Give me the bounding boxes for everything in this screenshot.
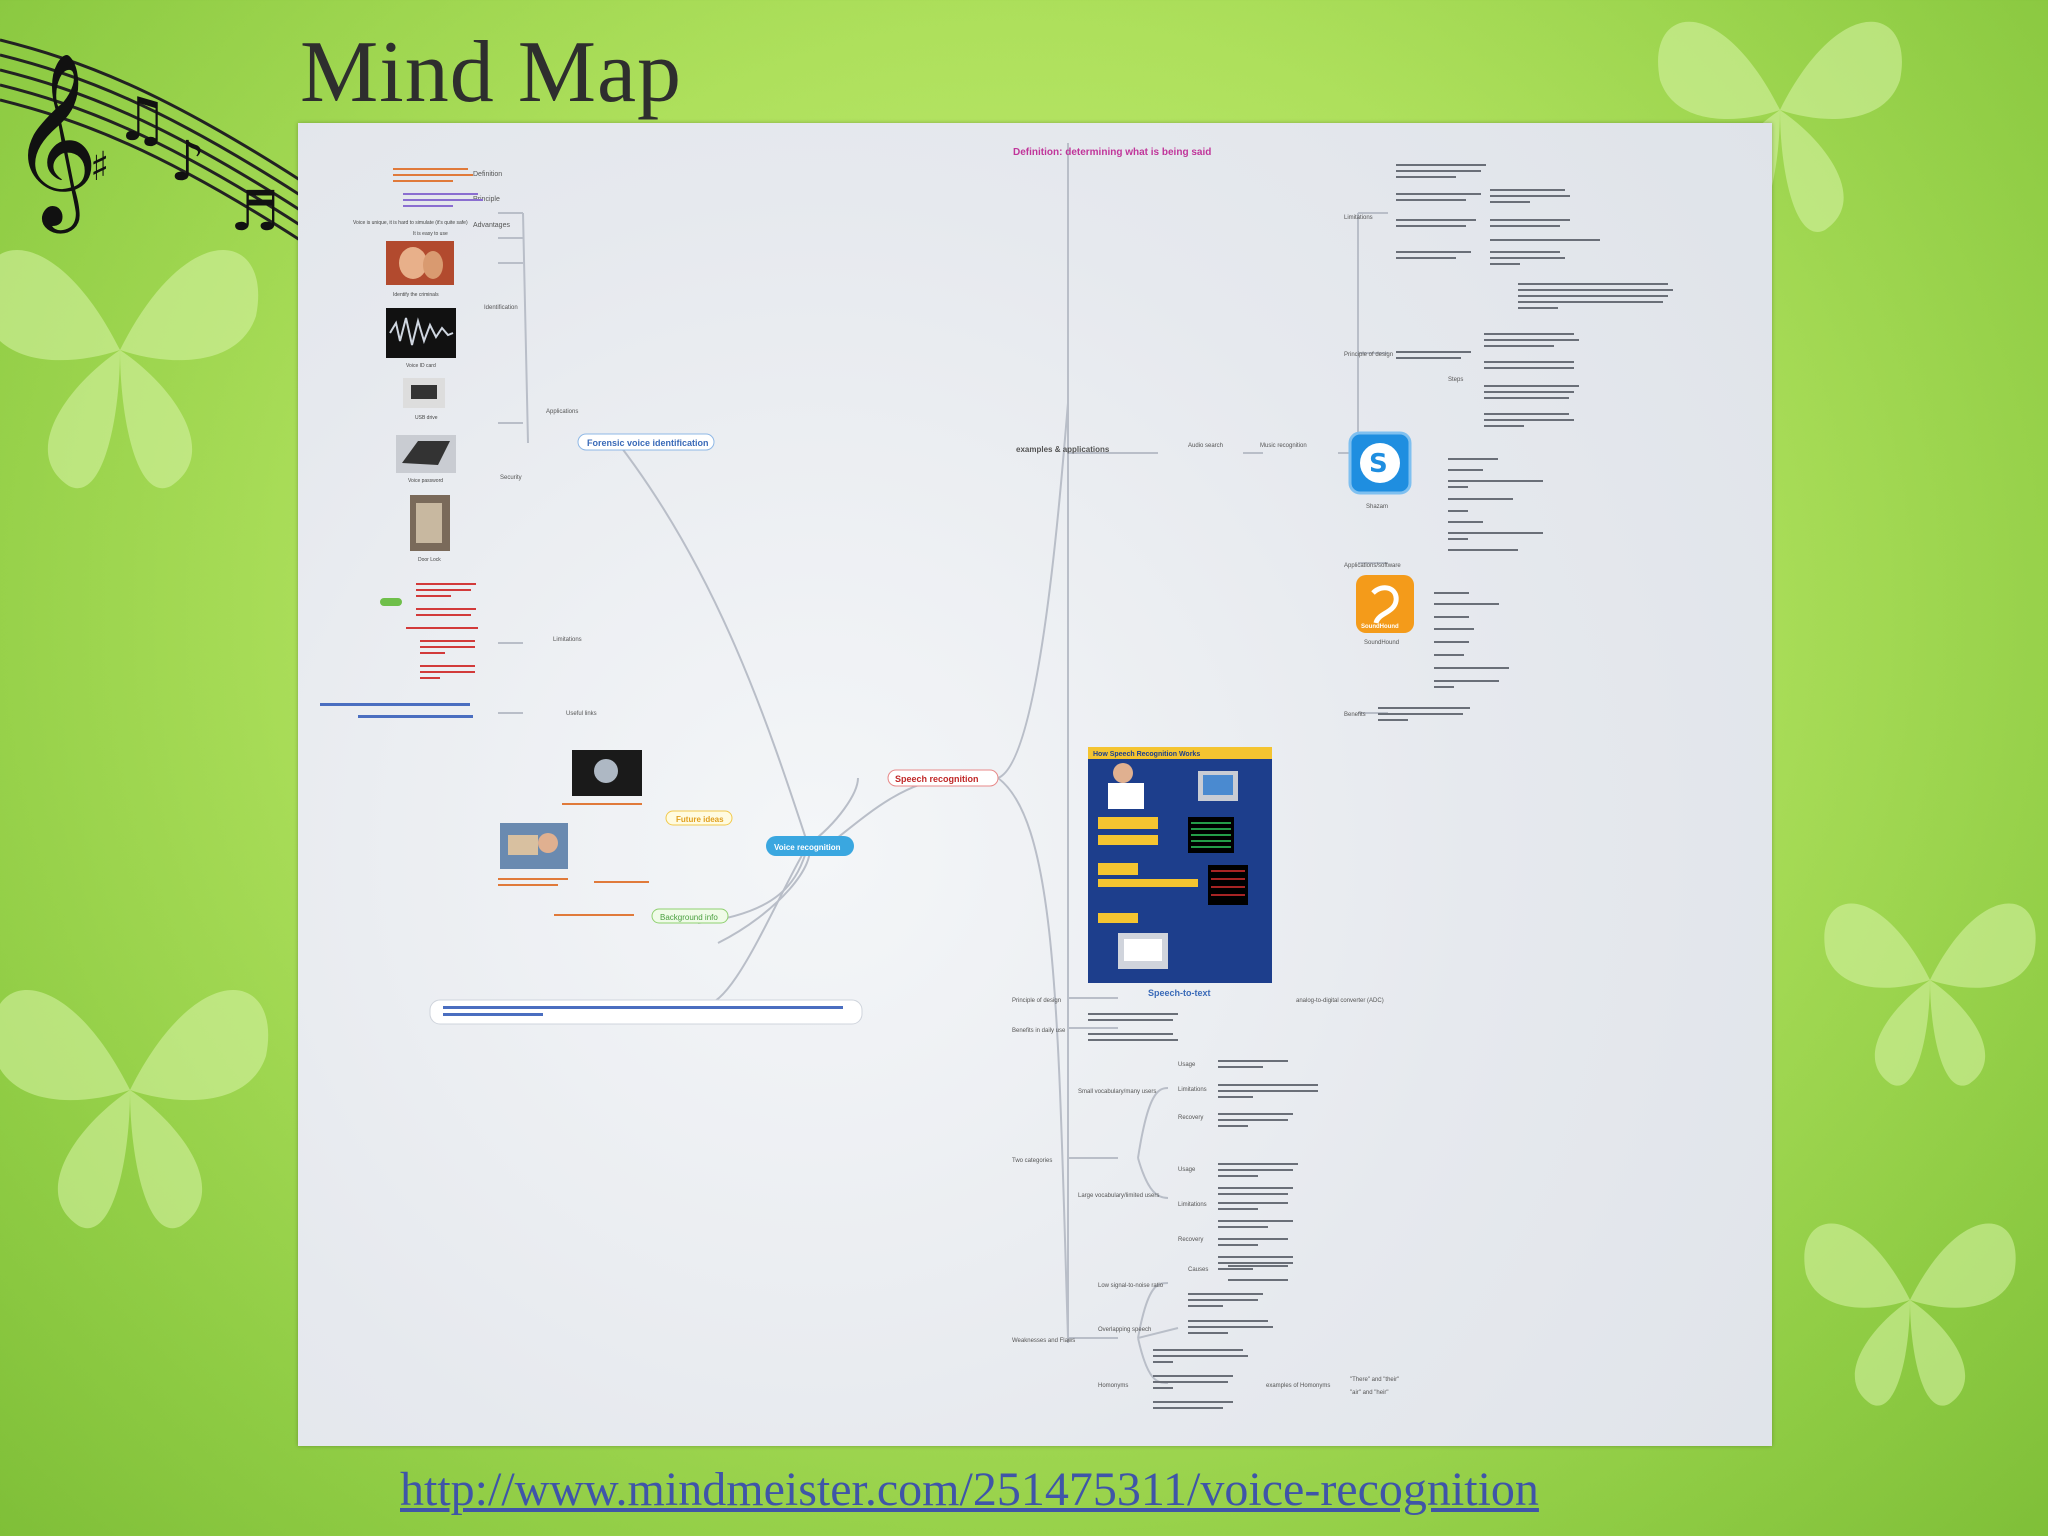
- forensic-identification-label: Identification: [484, 305, 518, 311]
- forensic-limitations-list: [380, 583, 478, 679]
- homonyms-label: Homonyms: [1098, 1383, 1128, 1389]
- forensic-useful-links-label: Useful links: [566, 711, 597, 717]
- large-recovery-label: Recovery: [1178, 1237, 1203, 1243]
- forensic-principle-text: [403, 193, 483, 207]
- steps-label: Steps: [1448, 377, 1463, 383]
- source-link[interactable]: http://www.mindmeister.com/251475311/voi…: [400, 1463, 1539, 1516]
- large-limitations-label: Limitations: [1178, 1202, 1207, 1208]
- music-notes-decoration: 𝄞 ♫ ♪ ♬ ♯: [0, 38, 300, 243]
- speech-to-text-label: Speech-to-text: [1148, 988, 1211, 998]
- image-door-lock: Door Lock: [410, 495, 450, 563]
- image-future-1: [562, 750, 642, 805]
- speech-recognition-node[interactable]: Speech recognition: [887, 769, 999, 787]
- music-benefits-details: [1378, 707, 1470, 721]
- music-principle-label: Principle of design: [1344, 352, 1393, 358]
- examples-homonyms-label: examples of Homonyms: [1266, 1383, 1330, 1389]
- top-definition: Definition: determining what is being sa…: [1013, 147, 1211, 158]
- shazam-app[interactable]: S Shazam: [1348, 431, 1412, 510]
- shazam-features: [1448, 458, 1543, 551]
- causes-label: Causes: [1188, 1267, 1208, 1273]
- music-recognition-label: Music recognition: [1260, 443, 1307, 449]
- forensic-security-label: Security: [500, 475, 522, 481]
- audio-search-label: Audio search: [1188, 443, 1223, 449]
- svg-text:♪: ♪: [170, 129, 205, 193]
- large-vocab-details: [1218, 1163, 1298, 1270]
- weaknesses-details: [1153, 1265, 1288, 1409]
- speech-recognition-infographic: How Speech Recognition Works: [1088, 747, 1272, 983]
- small-usage-label: Usage: [1178, 1062, 1196, 1068]
- forensic-principle-label: Principle: [473, 196, 500, 203]
- forensic-definition-label: Definition: [473, 171, 502, 178]
- image-identify-criminals: Identify the criminals: [386, 241, 454, 298]
- svg-text:Voice recognition: Voice recognition: [774, 843, 841, 852]
- image-future-2: [498, 823, 649, 886]
- forensic-advantages-label: Advantages: [473, 222, 510, 229]
- future-ideas-node[interactable]: Future ideas: [665, 810, 733, 826]
- butterfly-decoration: [1804, 1223, 2016, 1406]
- slide-title: Mind Map: [300, 24, 682, 121]
- forensic-applications-label: Applications: [546, 409, 578, 415]
- weaknesses-label: Weaknesses and Flaws: [1012, 1338, 1075, 1344]
- overlapping-speech-label: Overlapping speech: [1098, 1327, 1151, 1333]
- music-limitations-details: [1396, 164, 1600, 265]
- svg-text:Forensic voice identification: Forensic voice identification: [587, 438, 709, 448]
- butterfly-decoration: [0, 990, 269, 1229]
- treble-clef-icon: 𝄞: [10, 52, 99, 234]
- soundhound-app[interactable]: SoundHound SoundHound: [1356, 575, 1414, 646]
- speech-principle-label: Principle of design: [1012, 998, 1061, 1004]
- forensic-definition-text: [393, 168, 473, 182]
- shazam-icon: S: [1369, 449, 1388, 479]
- mind-map-image: Definition: determining what is being sa…: [298, 123, 1772, 1446]
- forensic-advantage-2: It is easy to use: [413, 231, 448, 237]
- small-recovery-label: Recovery: [1178, 1115, 1203, 1121]
- soundhound-features: [1434, 592, 1509, 688]
- large-vocab-label: Large vocabulary/limited users: [1078, 1193, 1159, 1199]
- svg-text:Voice ID card: Voice ID card: [406, 363, 436, 369]
- butterfly-decoration: [1824, 903, 2036, 1086]
- large-usage-label: Usage: [1178, 1167, 1196, 1173]
- small-vocab-label: Small vocabulary/many users: [1078, 1089, 1156, 1095]
- speech-benefits-label: Benefits in daily use: [1012, 1028, 1066, 1034]
- svg-text:♬: ♬: [230, 179, 279, 243]
- svg-text:Voice password: Voice password: [408, 478, 443, 484]
- asr-label: analog-to-digital converter (ADC): [1296, 998, 1384, 1004]
- butterfly-decoration: [1658, 21, 1902, 232]
- forensic-branch[interactable]: Forensic voice identification: [577, 433, 715, 451]
- svg-text:USB drive: USB drive: [415, 415, 438, 421]
- svg-text:SoundHound: SoundHound: [1364, 640, 1399, 646]
- svg-text:Identify the criminals: Identify the criminals: [393, 292, 439, 298]
- low-snr-label: Low signal-to-noise ratio: [1098, 1283, 1164, 1289]
- svg-text:♯: ♯: [90, 144, 109, 190]
- image-voice-id-card: Voice ID card: [386, 308, 456, 369]
- svg-text:Future ideas: Future ideas: [676, 815, 724, 824]
- forensic-links[interactable]: [320, 703, 473, 718]
- central-node-voice-recognition[interactable]: Voice recognition: [766, 836, 854, 856]
- link-box[interactable]: [429, 999, 863, 1025]
- svg-text:Background info: Background info: [660, 913, 718, 922]
- background-info-node[interactable]: Background info: [554, 908, 729, 924]
- two-categories-label: Two categories: [1012, 1158, 1052, 1164]
- svg-text:Shazam: Shazam: [1366, 504, 1388, 510]
- image-voice-password: Voice password: [396, 435, 456, 484]
- music-principle-details: [1396, 283, 1673, 427]
- svg-text:Door Lock: Door Lock: [418, 557, 441, 563]
- examples-applications-label: examples & applications: [1016, 445, 1110, 454]
- image-usb-drive: USB drive: [403, 378, 445, 421]
- svg-text:How Speech Recognition Works: How Speech Recognition Works: [1093, 751, 1200, 758]
- butterfly-decoration: [0, 250, 259, 489]
- small-vocab-details: [1218, 1060, 1318, 1127]
- homonym-example-1: "There" and "their": [1350, 1377, 1399, 1383]
- forensic-limitations-label: Limitations: [553, 637, 582, 643]
- applications-software-label: Applications/software: [1344, 563, 1401, 569]
- music-benefits-label: Benefits: [1344, 712, 1366, 718]
- homonym-example-2: "air" and "heir": [1350, 1390, 1389, 1396]
- forensic-advantage-1: Voice is unique, it is hard to simulate …: [353, 220, 468, 226]
- small-limitations-label: Limitations: [1178, 1087, 1207, 1093]
- music-limitations-label: Limitations: [1344, 215, 1373, 221]
- svg-text:Speech recognition: Speech recognition: [895, 774, 979, 784]
- speech-benefits-details: [1088, 1013, 1178, 1041]
- svg-text:♫: ♫: [115, 85, 169, 155]
- svg-text:SoundHound: SoundHound: [1361, 624, 1399, 630]
